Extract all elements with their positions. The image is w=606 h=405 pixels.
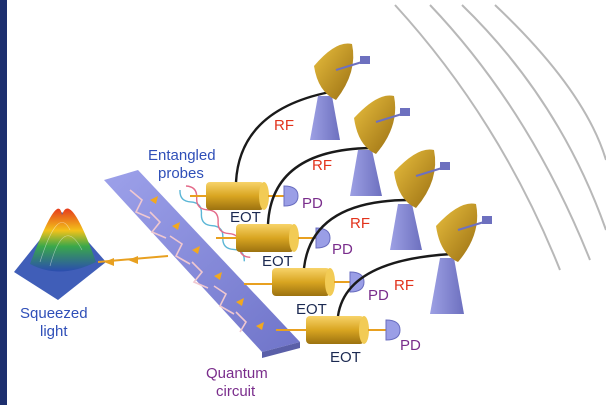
pd-label-4: PD xyxy=(400,337,421,354)
pd-label-3: PD xyxy=(368,287,389,304)
eot-label-2: EOT xyxy=(262,253,293,270)
eot-cylinder-icon xyxy=(206,182,369,344)
rf-label-2: RF xyxy=(312,157,332,174)
satellite-dish-icon xyxy=(310,43,492,314)
rf-wavefronts xyxy=(394,4,606,271)
rf-label-3: RF xyxy=(350,215,370,232)
quantum-circuit-label-line2: circuit xyxy=(216,383,256,400)
rf-label-1: RF xyxy=(274,117,294,134)
left-edge-strip xyxy=(0,0,7,405)
probe-fibres xyxy=(190,195,306,331)
quantum-chip-icon xyxy=(104,170,300,358)
rf-label-4: RF xyxy=(394,277,414,294)
squeezed-light-label-line1: Squeezed xyxy=(20,305,88,322)
pd-label-2: PD xyxy=(332,241,353,258)
input-beam xyxy=(97,255,169,266)
entangled-probes-label-line1: Entangled xyxy=(148,147,216,164)
output-fibres xyxy=(268,195,386,331)
squeezed-light-surface-icon xyxy=(14,208,106,300)
eot-label-4: EOT xyxy=(330,349,361,366)
eot-label-3: EOT xyxy=(296,301,327,318)
squeezed-light-label-line2: light xyxy=(40,323,68,340)
entangled-probes-label-line2: probes xyxy=(158,165,204,182)
photodetector-icon xyxy=(283,185,401,341)
eot-label-1: EOT xyxy=(230,209,261,226)
pd-label-1: PD xyxy=(302,195,323,212)
rf-cables xyxy=(234,90,453,317)
quantum-circuit-label-line1: Quantum xyxy=(206,365,268,382)
